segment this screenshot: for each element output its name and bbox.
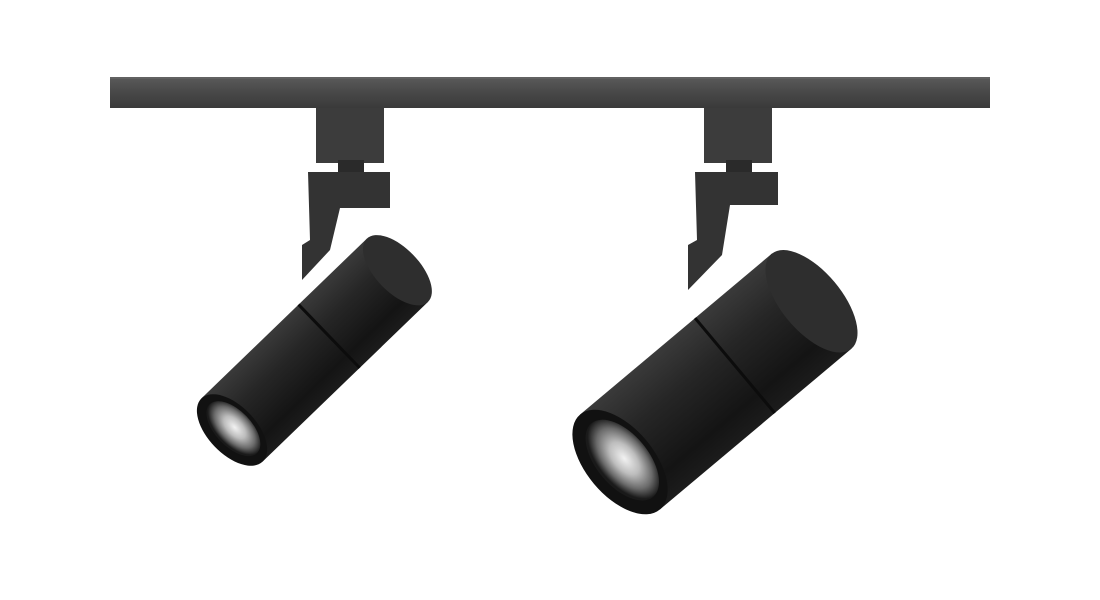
track-adapter bbox=[704, 108, 772, 163]
lens bbox=[585, 419, 660, 501]
swivel-arm bbox=[302, 172, 390, 280]
track-adapter bbox=[316, 108, 384, 163]
track-light-small bbox=[196, 108, 432, 466]
swivel-arm bbox=[688, 172, 778, 290]
track-light-large bbox=[572, 108, 858, 515]
lens bbox=[206, 401, 261, 457]
track-rail bbox=[110, 77, 990, 108]
